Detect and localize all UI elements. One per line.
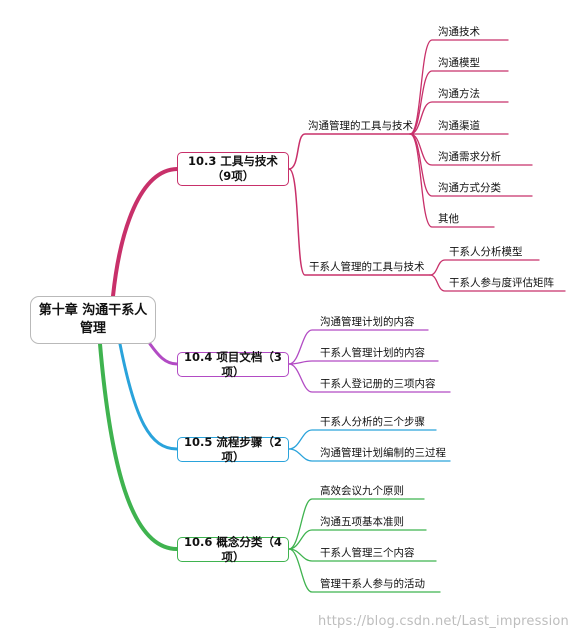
- leaf-communication-basic-rules: 沟通五项基本准则: [320, 516, 404, 528]
- leaf-communication-channel: 沟通渠道: [438, 120, 480, 132]
- leaf-stakeholder-analysis-steps: 干系人分析的三个步骤: [320, 416, 425, 428]
- leaf-stakeholder-register-content: 干系人登记册的三项内容: [320, 378, 436, 390]
- leaf-comm-plan-processes: 沟通管理计划编制的三过程: [320, 447, 446, 459]
- branch-concept-categories: 10.6 概念分类（4项）: [177, 535, 289, 564]
- connector-docs-item: [288, 360, 439, 365]
- subgroup-stakeholder-tools: 干系人管理的工具与技术: [309, 261, 425, 273]
- connector-root-concepts: [98, 342, 179, 551]
- leaf-stakeholder-engagement-matrix: 干系人参与度评估矩阵: [449, 277, 554, 289]
- leaf-communication-technology: 沟通技术: [438, 26, 480, 38]
- leaf-other: 其他: [438, 213, 459, 225]
- connector-root-tools: [111, 167, 179, 298]
- leaf-communication-method: 沟通方法: [438, 88, 480, 100]
- branch-project-documents: 10.4 项目文档（3项）: [177, 350, 289, 379]
- connector-process-item: [288, 448, 451, 462]
- leaf-stakeholder-plan-content: 干系人管理计划的内容: [320, 347, 425, 359]
- connector-concept-item: [288, 529, 427, 550]
- leaf-stakeholder-management-contents: 干系人管理三个内容: [320, 547, 415, 559]
- connector-comm-item: [409, 39, 509, 135]
- connector-root-process: [118, 342, 179, 451]
- leaf-communication-needs-analysis: 沟通需求分析: [438, 151, 501, 163]
- connector-comm-item: [409, 133, 495, 228]
- leaf-communication-model: 沟通模型: [438, 57, 480, 69]
- connector-process-item: [288, 429, 437, 450]
- branch-process-steps: 10.5 流程步骤（2项）: [177, 435, 289, 464]
- leaf-comm-plan-content: 沟通管理计划的内容: [320, 316, 415, 328]
- connector-comm-item: [409, 101, 509, 135]
- connector-docs-item: [288, 329, 429, 365]
- connector-tools-stakegroup: [288, 168, 431, 276]
- leaf-communication-style-classification: 沟通方式分类: [438, 182, 501, 194]
- connector-concept-item: [288, 498, 425, 550]
- leaf-stakeholder-analysis-model: 干系人分析模型: [449, 246, 523, 258]
- connector-docs-item: [288, 363, 451, 393]
- branch-tools-techniques: 10.3 工具与技术（9项）: [177, 152, 289, 186]
- connector-comm-item: [409, 70, 509, 135]
- connector-tools-commgroup: [288, 133, 411, 170]
- watermark: https://blog.csdn.net/Last_impression: [318, 614, 569, 629]
- leaf-stakeholder-engagement-activities: 管理干系人参与的活动: [320, 578, 425, 590]
- subgroup-communication-tools: 沟通管理的工具与技术: [308, 120, 413, 132]
- connector-stake-item: [429, 259, 540, 276]
- connector-concept-item: [288, 548, 441, 593]
- connector-concept-item: [288, 548, 437, 562]
- connector-stake-item: [429, 274, 566, 292]
- root-node: 第十章 沟通干系人管理: [30, 296, 156, 344]
- connector-root-docs: [148, 342, 179, 366]
- leaf-efficient-meeting-principles: 高效会议九个原则: [320, 485, 404, 497]
